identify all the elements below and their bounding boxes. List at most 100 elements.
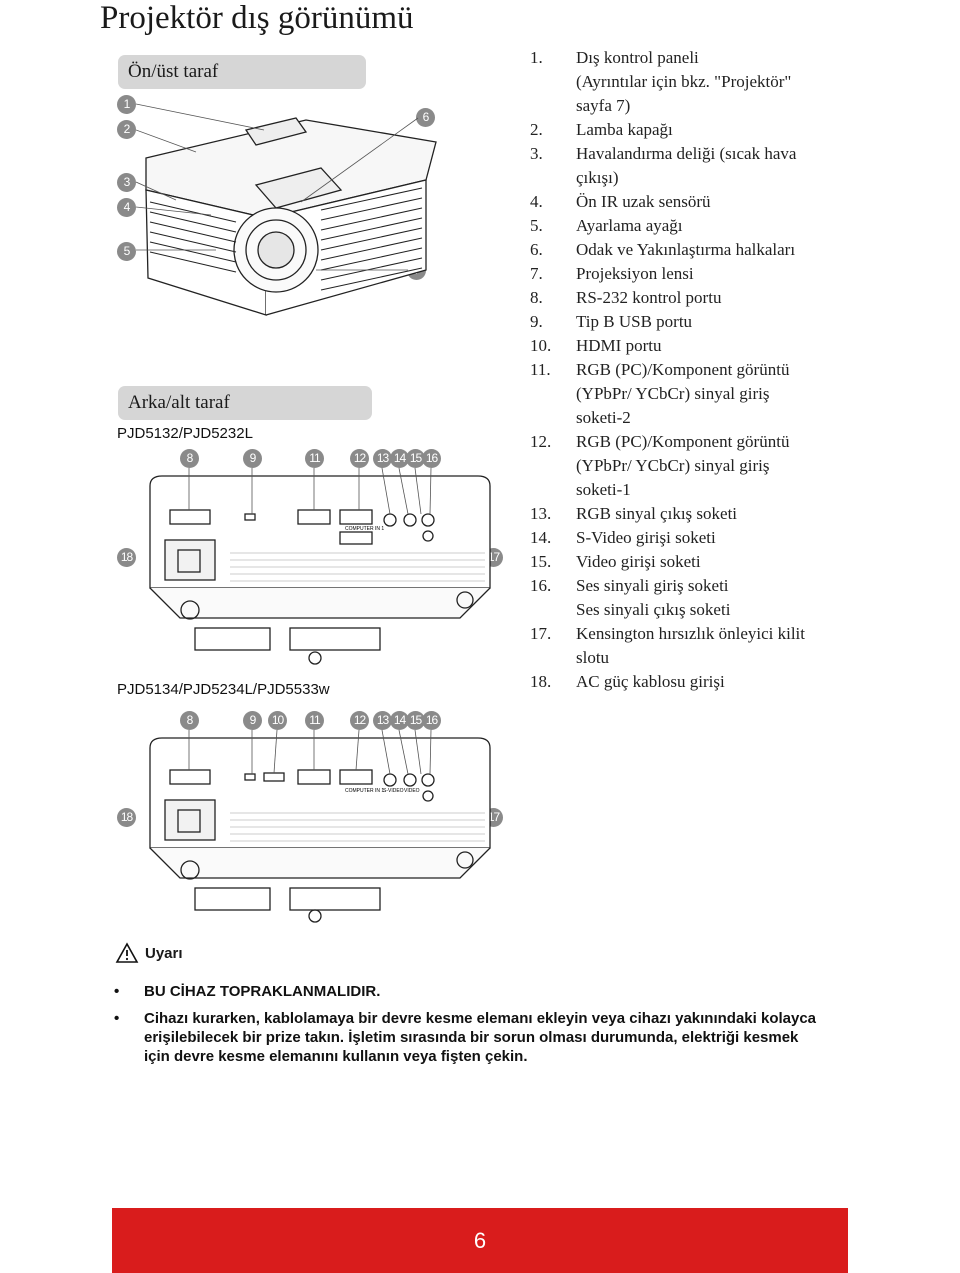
warning-text: BU CİHAZ TOPRAKLANMALIDIR. bbox=[144, 983, 381, 1000]
part-text: Ön IR uzak sensörü bbox=[576, 192, 711, 211]
callout-b-16: 16 bbox=[422, 711, 441, 730]
part-number: 12. bbox=[530, 432, 552, 451]
part-text: sayfa 7) bbox=[576, 96, 631, 115]
callout-a-11: 11 bbox=[305, 449, 324, 468]
callout-1: 1 bbox=[117, 95, 136, 114]
callout-b-8: 8 bbox=[180, 711, 199, 730]
part-number: 15. bbox=[530, 552, 552, 571]
part-text: Ayarlama ayağı bbox=[576, 216, 683, 235]
part-number: 1. bbox=[530, 48, 543, 67]
warning-text: için devre kesme elemanını kullanın veya… bbox=[144, 1048, 528, 1065]
part-item: 15. Video girişi soketi bbox=[520, 550, 940, 574]
part-number: 10. bbox=[530, 336, 552, 355]
warning-item: Cihazı kurarken, kablolamaya bir devre k… bbox=[112, 1009, 872, 1066]
part-number: 9. bbox=[530, 312, 543, 331]
rear-section-header: Arka/alt taraf bbox=[118, 386, 372, 420]
model-label-a: PJD5132/PJD5232L bbox=[117, 425, 253, 442]
part-item: 17. Kensington hırsızlık önleyici kilit sl… bbox=[520, 622, 940, 670]
part-number: 13. bbox=[530, 504, 552, 523]
part-number: 3. bbox=[530, 144, 543, 163]
part-item: 13. RGB sinyal çıkış soketi bbox=[520, 502, 940, 526]
part-text: Kensington hırsızlık önleyici kilit bbox=[576, 624, 806, 643]
callout-a-9: 9 bbox=[243, 449, 262, 468]
part-item: 8. RS-232 kontrol portu bbox=[520, 286, 940, 310]
port-label-computer-in-b: COMPUTER IN 1 bbox=[345, 788, 384, 794]
warning-list: BU CİHAZ TOPRAKLANMALIDIR. Cihazı kurarke… bbox=[112, 982, 872, 1074]
part-text: Ses sinyali giriş soketi bbox=[576, 576, 729, 595]
part-item: 4. Ön IR uzak sensörü bbox=[520, 190, 940, 214]
callout-b-11: 11 bbox=[305, 711, 324, 730]
page-number: 6 bbox=[112, 1208, 848, 1273]
part-item: 9. Tip B USB portu bbox=[520, 310, 940, 334]
port-label-video-b: VIDEO bbox=[404, 788, 420, 794]
part-item: 12. RGB (PC)/Komponent görüntü (YPbPr/ YCb… bbox=[520, 430, 940, 502]
callout-5: 5 bbox=[117, 242, 136, 261]
warning-heading: Uyarı bbox=[115, 942, 183, 964]
page-title: Projektör dış görünümü bbox=[100, 0, 414, 36]
part-number: 4. bbox=[530, 192, 543, 211]
warning-icon bbox=[115, 942, 139, 963]
part-text: AC güç kablosu girişi bbox=[576, 672, 725, 691]
callout-b-9: 9 bbox=[243, 711, 262, 730]
warning-text: Cihazı kurarken, kablolamaya bir devre k… bbox=[144, 1010, 817, 1027]
front-section-header: Ön/üst taraf bbox=[118, 55, 366, 89]
part-text: (YPbPr/ YCbCr) sinyal giriş bbox=[576, 384, 770, 403]
part-item: 18. AC güç kablosu girişi bbox=[520, 670, 940, 694]
part-number: 11. bbox=[530, 360, 551, 379]
callout-b-12: 12 bbox=[350, 711, 369, 730]
port-label-computer-in-a: COMPUTER IN 1 bbox=[345, 526, 384, 532]
warning-item: BU CİHAZ TOPRAKLANMALIDIR. bbox=[112, 982, 872, 1001]
callout-6: 6 bbox=[416, 108, 435, 127]
callout-b-13: 13 bbox=[373, 711, 392, 730]
warning-text: erişilebilecek bir prize takın. İşletim … bbox=[144, 1029, 799, 1046]
part-number: 2. bbox=[530, 120, 543, 139]
part-text: HDMI portu bbox=[576, 336, 662, 355]
callout-a-13: 13 bbox=[373, 449, 392, 468]
part-text: Tip B USB portu bbox=[576, 312, 693, 331]
part-number: 18. bbox=[530, 672, 552, 691]
model-label-b: PJD5134/PJD5234L/PJD5533w bbox=[117, 681, 330, 698]
part-text: RS-232 kontrol portu bbox=[576, 288, 722, 307]
callout-a-18: 18 bbox=[117, 548, 136, 567]
callout-b-10: 10 bbox=[268, 711, 287, 730]
part-item: 6. Odak ve Yakınlaştırma halkaları bbox=[520, 238, 940, 262]
callout-a-16: 16 bbox=[422, 449, 441, 468]
warning-label: Uyarı bbox=[145, 944, 183, 962]
part-text: Ses sinyali çıkış soketi bbox=[576, 600, 731, 619]
callout-a-15: 15 bbox=[406, 449, 425, 468]
part-text: S-Video girişi soketi bbox=[576, 528, 716, 547]
part-number: 17. bbox=[530, 624, 552, 643]
part-text: Odak ve Yakınlaştırma halkaları bbox=[576, 240, 796, 259]
part-text: RGB sinyal çıkış soketi bbox=[576, 504, 738, 523]
part-item: 10. HDMI portu bbox=[520, 334, 940, 358]
part-text: (YPbPr/ YCbCr) sinyal giriş bbox=[576, 456, 770, 475]
part-text: slotu bbox=[576, 648, 610, 667]
part-number: 8. bbox=[530, 288, 543, 307]
part-text: RGB (PC)/Komponent görüntü bbox=[576, 360, 790, 379]
part-text: Projeksiyon lensi bbox=[576, 264, 694, 283]
part-text: RGB (PC)/Komponent görüntü bbox=[576, 432, 790, 451]
callout-a-8: 8 bbox=[180, 449, 199, 468]
part-text: soketi-2 bbox=[576, 408, 631, 427]
callout-2: 2 bbox=[117, 120, 136, 139]
callout-b-15: 15 bbox=[406, 711, 425, 730]
part-item: 7. Projeksiyon lensi bbox=[520, 262, 940, 286]
callout-3: 3 bbox=[117, 173, 136, 192]
part-text: Video girişi soketi bbox=[576, 552, 701, 571]
callout-a-12: 12 bbox=[350, 449, 369, 468]
part-item: 14. S-Video girişi soketi bbox=[520, 526, 940, 550]
part-item: 11. RGB (PC)/Komponent görüntü (YPbPr/ YCb… bbox=[520, 358, 940, 430]
part-number: 5. bbox=[530, 216, 543, 235]
port-label-svideo-b: S-VIDEO bbox=[383, 788, 404, 794]
part-text: (Ayrıntılar için bkz. "Projektör" bbox=[576, 72, 792, 91]
part-number: 7. bbox=[530, 264, 543, 283]
part-number: 6. bbox=[530, 240, 543, 259]
part-text: soketi-1 bbox=[576, 480, 631, 499]
part-number: 14. bbox=[530, 528, 552, 547]
part-text: Havalandırma deliği (sıcak hava bbox=[576, 144, 797, 163]
callout-b-18: 18 bbox=[117, 808, 136, 827]
projector-rear-illustration-a: COMPUTER IN 1 bbox=[149, 468, 491, 665]
part-item: 1.Dış kontrol paneli(Ayrıntılar için bkz… bbox=[520, 46, 940, 118]
